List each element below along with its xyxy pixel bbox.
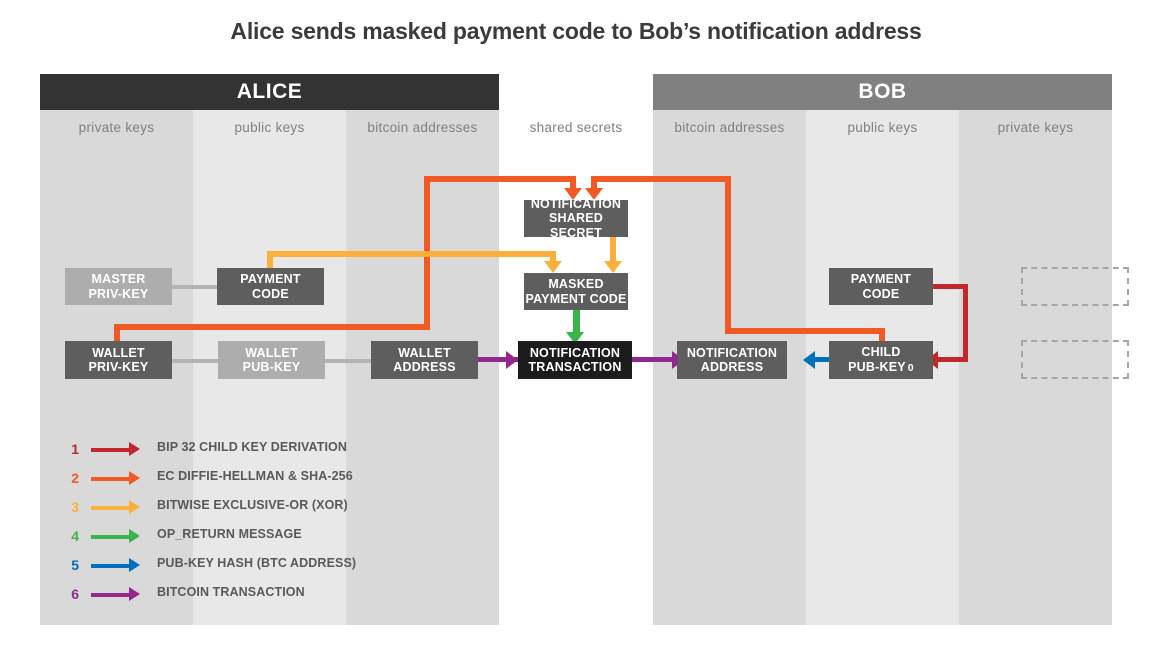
tx-notification-to-address: [630, 357, 684, 362]
node-notification-transaction-line1: NOTIFICATION: [529, 345, 621, 360]
xor-run: [267, 251, 556, 257]
node-child-pub-key-0-index: 0: [907, 361, 914, 374]
ecdh-right-arrowhead: [585, 188, 603, 200]
party-label-bob: BOB: [858, 80, 907, 103]
node-wallet-address[interactable]: WALLET ADDRESS: [371, 341, 478, 379]
tx-arrowhead-notification-transaction: [506, 351, 518, 369]
ecdh-left-run: [114, 324, 430, 330]
bip32-run-back: [938, 357, 968, 362]
column-caption-alice-public-keys: public keys: [234, 120, 305, 135]
node-notification-address-line2: ADDRESS: [700, 360, 764, 374]
legend-arrowhead-xor: [129, 500, 140, 514]
node-wallet-priv-key[interactable]: WALLET PRIV-KEY: [65, 341, 172, 379]
node-wallet-pub-key[interactable]: WALLET PUB-KEY: [218, 341, 325, 379]
legend-line-xor: [91, 506, 131, 510]
ecdh-right-run: [725, 328, 885, 334]
node-masked-payment-code[interactable]: MASKED PAYMENT CODE: [524, 273, 628, 310]
node-master-priv-key-line2: PRIV-KEY: [88, 286, 149, 301]
node-master-priv-key[interactable]: MASTER PRIV-KEY: [65, 268, 172, 305]
node-notification-shared-secret-line1: NOTIFICATION: [530, 196, 622, 211]
column-caption-shared-secrets: shared secrets: [529, 120, 623, 135]
legend-label-bip32: BIP 32 CHILD KEY DERIVATION: [157, 440, 348, 454]
legend-arrowhead-transaction: [129, 587, 140, 601]
xor-secret-drop: [610, 236, 616, 263]
column-bob-private-keys: [959, 74, 1112, 625]
node-notification-address[interactable]: NOTIFICATION ADDRESS: [677, 341, 787, 379]
xor-arrowhead-masked-left: [544, 261, 562, 273]
node-alice-payment-code-line1: PAYMENT: [240, 272, 301, 286]
legend-label-pubkeyhash: PUB-KEY HASH (BTC ADDRESS): [157, 556, 357, 570]
node-wallet-address-line2: ADDRESS: [393, 360, 456, 374]
bip32-drop: [963, 284, 968, 359]
legend-label-xor: BITWISE EXCLUSIVE-OR (XOR): [157, 498, 348, 512]
node-child-pub-key-0-line1: CHILD: [861, 345, 901, 359]
column-caption-bob-public-keys: public keys: [847, 120, 918, 135]
legend-label-ecdh: EC DIFFIE-HELLMAN & SHA-256: [157, 469, 353, 483]
node-bob-placeholder-upper: [1021, 267, 1129, 306]
node-notification-address-line1: NOTIFICATION: [686, 345, 778, 360]
legend-line-opreturn: [91, 535, 131, 539]
node-alice-payment-code-line2: CODE: [252, 286, 289, 301]
legend-line-pubkeyhash: [91, 564, 131, 568]
opreturn-drop: [573, 310, 580, 335]
node-notification-transaction-line2: TRANSACTION: [528, 360, 622, 374]
node-masked-payment-code-line1: MASKED: [548, 277, 604, 291]
legend-arrowhead-pubkeyhash: [129, 558, 140, 572]
wire-master-to-payment-code: [171, 285, 257, 289]
legend-number-2: 2: [71, 470, 79, 486]
xor-arrowhead-masked-right: [604, 261, 622, 273]
legend-label-transaction: BITCOIN TRANSACTION: [157, 585, 305, 599]
node-masked-payment-code-line2: PAYMENT CODE: [525, 291, 627, 306]
wire-walletpub-to-walletaddress: [324, 359, 410, 363]
node-notification-shared-secret[interactable]: NOTIFICATION SHARED SECRET: [524, 196, 628, 240]
ecdh-right-riser-b: [725, 176, 731, 334]
column-caption-bob-bitcoin-addresses: bitcoin addresses: [674, 120, 785, 135]
node-bob-placeholder-lower: [1021, 340, 1129, 379]
node-wallet-address-line1: WALLET: [398, 345, 451, 360]
ecdh-right-top-run: [591, 176, 731, 182]
legend-number-5: 5: [71, 557, 79, 573]
column-caption-bob-private-keys: private keys: [997, 120, 1074, 135]
party-label-alice: ALICE: [236, 80, 303, 103]
legend-number-1: 1: [71, 441, 79, 457]
legend-line-ecdh: [91, 477, 131, 481]
node-bob-payment-code[interactable]: PAYMENT CODE: [829, 268, 933, 305]
pubkeyhash-arrowhead: [803, 351, 815, 369]
legend-line-bip32: [91, 448, 131, 452]
wire-walletpriv-to-walletpub: [171, 359, 257, 363]
ecdh-left-arrowhead: [564, 188, 582, 200]
node-master-priv-key-line1: MASTER: [91, 272, 146, 286]
node-wallet-priv-key-line1: WALLET: [92, 345, 145, 360]
xor-riser: [267, 251, 273, 273]
legend-arrowhead-opreturn: [129, 529, 140, 543]
column-caption-alice-private-keys: private keys: [78, 120, 155, 135]
node-alice-payment-code[interactable]: PAYMENT CODE: [217, 268, 324, 305]
ecdh-left-drop: [570, 176, 576, 190]
xor-drop: [550, 251, 556, 263]
legend-number-4: 4: [71, 528, 79, 544]
ecdh-right-drop: [591, 176, 597, 190]
diagram-canvas: ALICE BOB private keys public keys bitco…: [40, 74, 1129, 625]
node-notification-shared-secret-line2: SHARED SECRET: [549, 211, 603, 240]
party-header-alice: ALICE: [40, 74, 499, 110]
column-caption-alice-bitcoin-addresses: bitcoin addresses: [367, 120, 478, 135]
legend-label-opreturn: OP_RETURN MESSAGE: [157, 527, 302, 541]
legend-line-transaction: [91, 593, 131, 597]
legend-arrowhead-ecdh: [129, 471, 140, 485]
legend-number-3: 3: [71, 499, 79, 515]
legend-number-6: 6: [71, 586, 79, 602]
node-notification-transaction[interactable]: NOTIFICATION TRANSACTION: [518, 341, 632, 379]
node-child-pub-key-0-line2: PUB-KEY: [848, 359, 906, 374]
node-wallet-priv-key-line2: PRIV-KEY: [88, 360, 149, 374]
node-wallet-pub-key-line1: WALLET: [245, 345, 298, 360]
page-title: Alice sends masked payment code to Bob’s…: [230, 18, 922, 44]
bip32-run-out: [933, 284, 968, 289]
party-header-bob: BOB: [653, 74, 1112, 110]
ecdh-left-top-run: [424, 176, 576, 182]
node-bob-payment-code-line1: PAYMENT: [850, 272, 912, 286]
node-wallet-pub-key-line2: PUB-KEY: [242, 360, 301, 374]
node-bob-payment-code-line2: CODE: [862, 286, 900, 301]
legend-arrowhead-bip32: [129, 442, 140, 456]
